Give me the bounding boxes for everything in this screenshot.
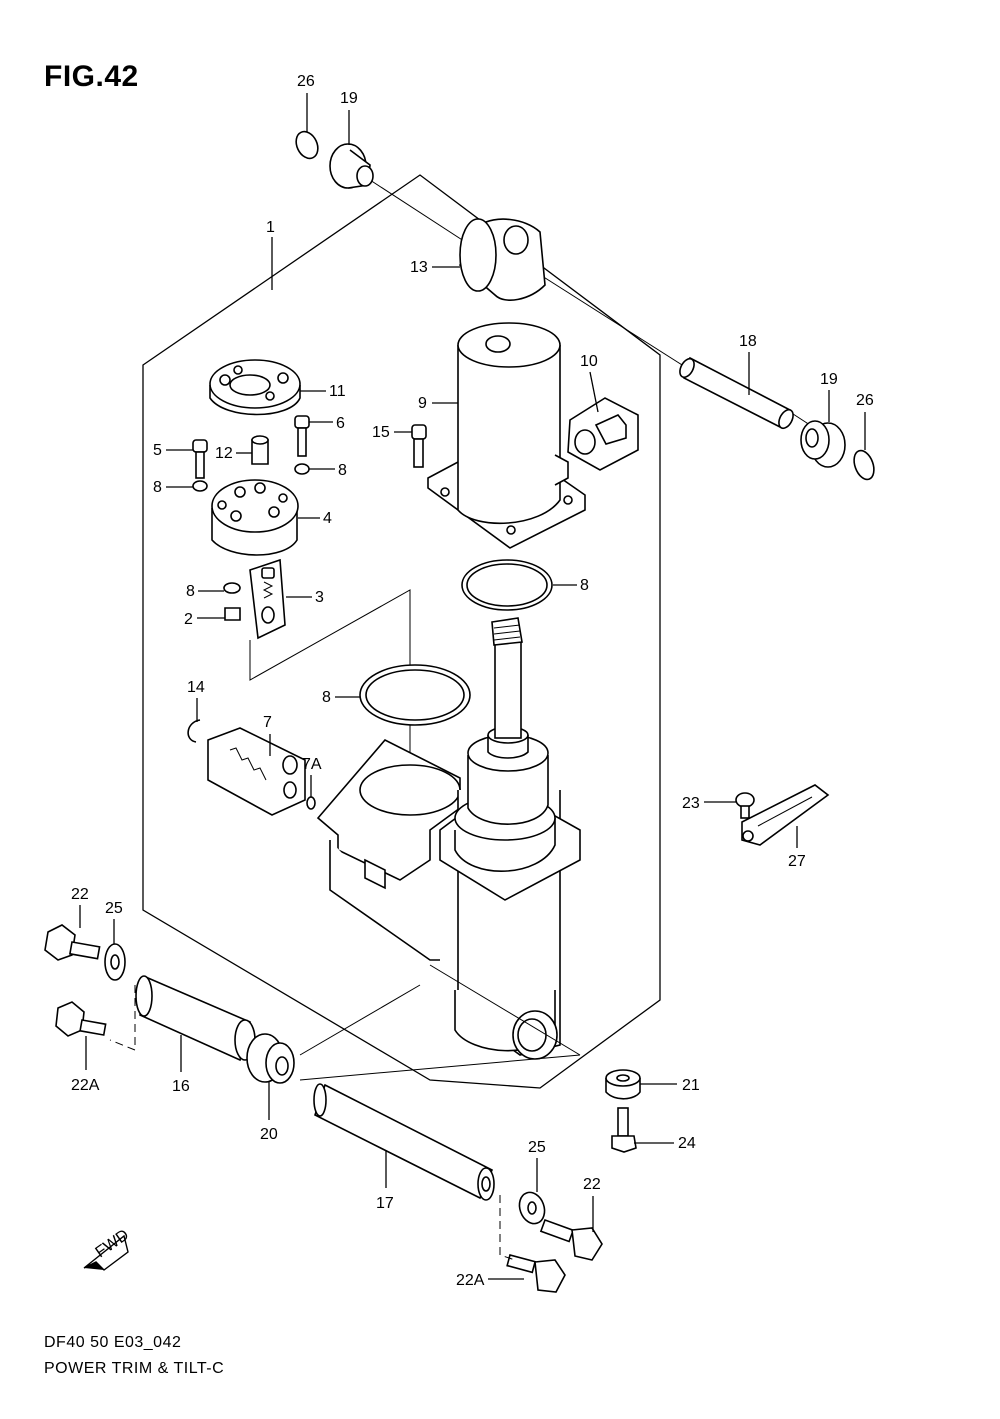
fwd-arrow-icon: FWD [83, 1226, 132, 1271]
bushing-20 [246, 1033, 295, 1084]
pin-17 [313, 1083, 495, 1201]
bushing-19-top [329, 143, 374, 189]
spacer-21 [605, 1069, 641, 1100]
callout-8-a: 8 [338, 462, 347, 479]
manifold-4 [211, 479, 299, 556]
washer-8-right [294, 463, 310, 475]
callout-20: 20 [260, 1126, 278, 1143]
snap-ring-26-right [853, 449, 875, 481]
callout-22A-left: 22A [71, 1077, 100, 1094]
callout-14: 14 [187, 679, 205, 696]
valve-assembly-3 [223, 558, 286, 640]
check-valve-2 [224, 607, 241, 621]
callout-21: 21 [682, 1077, 700, 1094]
callout-6: 6 [336, 415, 345, 432]
bolt-15 [411, 424, 427, 468]
bracket-27 [741, 784, 830, 846]
washer-25-left [104, 943, 126, 981]
callout-7A: 7A [302, 756, 322, 773]
callout-9: 9 [418, 395, 427, 412]
bolt-5 [192, 439, 208, 479]
bolt-22A-right [506, 1254, 566, 1293]
valve-12 [251, 435, 269, 465]
callout-25-right: 25 [528, 1139, 546, 1156]
snap-ring-14 [187, 719, 201, 743]
pivot-bushing-13 [459, 218, 546, 301]
cylinder-body [316, 617, 581, 1060]
footer-name: POWER TRIM & TILT-C [44, 1360, 225, 1377]
callout-26-top: 26 [297, 73, 315, 90]
figure-title: FIG.42 [44, 60, 139, 93]
bushing-19-right [800, 420, 846, 468]
callout-1: 1 [266, 219, 275, 236]
callout-8-c: 8 [186, 583, 195, 600]
callout-22-right: 22 [583, 1176, 601, 1193]
callout-2: 2 [184, 611, 193, 628]
pivot-pin-18 [679, 356, 794, 430]
callout-8-d: 8 [580, 577, 589, 594]
callout-22-left: 22 [71, 886, 89, 903]
callout-12: 12 [215, 445, 233, 462]
callout-8-e: 8 [322, 689, 331, 706]
callout-23: 23 [682, 795, 700, 812]
pin-16 [135, 975, 256, 1062]
callout-10: 10 [580, 353, 598, 370]
callout-16: 16 [172, 1078, 190, 1095]
callout-24: 24 [678, 1135, 696, 1152]
callout-13: 13 [410, 259, 428, 276]
callout-25-left: 25 [105, 900, 123, 917]
washer-7A [306, 796, 316, 810]
o-ring-8-motor [461, 559, 553, 611]
washer-8-valve [223, 582, 241, 594]
callout-18: 18 [739, 333, 757, 350]
callout-22A-right: 22A [456, 1272, 485, 1289]
pump-11 [209, 359, 301, 416]
bolt-6 [294, 415, 310, 457]
callout-19-top: 19 [340, 90, 358, 107]
bolt-22A-left [55, 1001, 107, 1037]
callout-8-b: 8 [153, 479, 162, 496]
footer-code: DF40 50 E03_042 [44, 1334, 182, 1351]
callout-11: 11 [329, 383, 346, 400]
callout-27: 27 [788, 853, 806, 870]
plug-10 [567, 397, 639, 471]
bolt-22-left [44, 924, 101, 961]
callout-19-right: 19 [820, 371, 838, 388]
washer-25-right [518, 1191, 546, 1225]
screw-23 [735, 792, 755, 819]
bolt-22-right [539, 1218, 603, 1261]
washer-8-left [192, 480, 208, 492]
callout-3: 3 [315, 589, 324, 606]
callout-4: 4 [323, 510, 332, 527]
callout-17: 17 [376, 1195, 394, 1212]
relief-valve-7 [207, 727, 306, 816]
callout-26-right: 26 [856, 392, 874, 409]
o-ring-8-cylinder [359, 664, 471, 726]
callout-15: 15 [372, 424, 390, 441]
trim-motor-9 [427, 322, 586, 549]
callout-7: 7 [263, 714, 272, 731]
callout-5: 5 [153, 442, 162, 459]
callouts: 1 26 19 13 18 19 26 10 9 15 11 6 5 12 8 … [71, 73, 874, 1289]
snap-ring-26-top [295, 130, 319, 160]
bolt-24 [611, 1107, 637, 1153]
assembly-boundary [142, 174, 661, 1089]
